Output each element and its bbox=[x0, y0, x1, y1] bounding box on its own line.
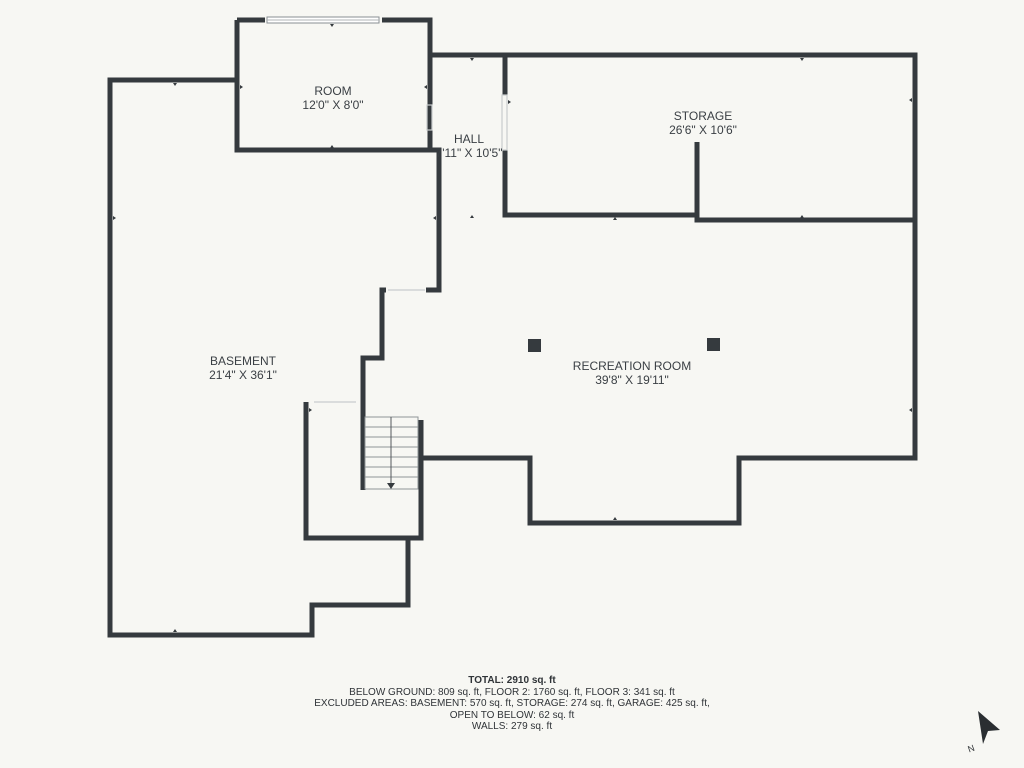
storage-walls bbox=[502, 57, 913, 223]
column-left bbox=[528, 339, 541, 352]
hall-name: HALL bbox=[453, 132, 485, 146]
hall-label: HALL 7'11" X 10'5" bbox=[436, 132, 503, 160]
compass-label: N bbox=[966, 743, 976, 754]
room-label: ROOM 12'0" X 8'0" bbox=[302, 84, 363, 112]
summary-total: TOTAL: 2910 sq. ft bbox=[468, 675, 556, 686]
hall-left-wall bbox=[426, 92, 442, 293]
compass-arrow-icon: N bbox=[966, 711, 1000, 754]
dimension-markers bbox=[113, 24, 912, 632]
column-right bbox=[707, 338, 720, 351]
basement-label: BASEMENT 21'4" X 36'1" bbox=[209, 354, 277, 382]
inner-step-wall bbox=[360, 287, 386, 490]
storage-door bbox=[501, 94, 508, 151]
recreation-room-name: RECREATION ROOM bbox=[572, 359, 692, 373]
summary-line-1: BELOW GROUND: 809 sq. ft, FLOOR 2: 1760 … bbox=[349, 686, 675, 698]
storage-label: STORAGE 26'6" X 10'6" bbox=[669, 109, 737, 137]
summary-line-4: WALLS: 279 sq. ft bbox=[471, 721, 553, 732]
basement-dims: 21'4" X 36'1" bbox=[209, 368, 277, 382]
room-name: ROOM bbox=[314, 84, 352, 98]
recreation-room-label: RECREATION ROOM 39'8" X 19'11" bbox=[573, 359, 691, 387]
hall-top-wall bbox=[421, 52, 918, 526]
storage-dims: 26'6" X 10'6" bbox=[669, 123, 737, 137]
summary-line-2: EXCLUDED AREAS: BASEMENT: 570 sq. ft, ST… bbox=[314, 698, 710, 709]
hall-room-door bbox=[426, 104, 433, 131]
summary-line-3: OPEN TO BELOW: 62 sq. ft bbox=[449, 709, 575, 721]
room-dims: 12'0" X 8'0" bbox=[302, 98, 364, 112]
room-window bbox=[266, 16, 380, 24]
hall-dims: 7'11" X 10'5" bbox=[435, 146, 503, 160]
storage-name: STORAGE bbox=[673, 109, 733, 123]
area-summary: TOTAL: 2910 sq. ft BELOW GROUND: 809 sq.… bbox=[0, 675, 1024, 733]
recreation-room-dims: 39'8" X 19'11" bbox=[595, 373, 669, 387]
compass: N bbox=[962, 704, 1012, 754]
closet-walls bbox=[303, 402, 424, 541]
basement-name: BASEMENT bbox=[209, 354, 277, 368]
basement-walls bbox=[107, 77, 411, 638]
stairs bbox=[364, 416, 419, 490]
